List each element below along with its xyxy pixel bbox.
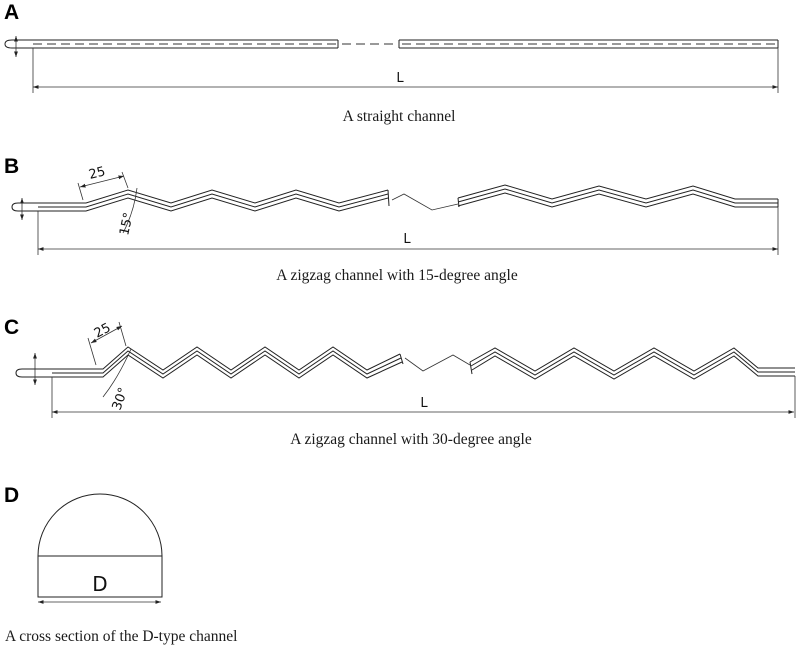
panel-b-break-line: [391, 193, 459, 211]
panel-c-angle-label: 30°: [110, 386, 132, 413]
panel-c-segment-ext-left: [87, 337, 97, 366]
panel-a-length-label: L: [396, 71, 404, 86]
panel-c-zigzag-right: [469, 347, 795, 380]
panel-b-zigzag-left: [38, 189, 390, 212]
panel-c-segment-ext-right: [118, 321, 127, 347]
panel-b-segment-ext-right: [121, 171, 129, 189]
panel-d-label: D: [4, 484, 19, 507]
panel-a-inlet-end: [4, 39, 30, 49]
panel-a-label: A: [4, 1, 19, 24]
panel-b: B 25 15° L A zigzag channel wi: [4, 155, 779, 284]
panel-a: A L A straight channel: [4, 1, 779, 125]
panel-b-zigzag-right: [457, 184, 779, 208]
panel-d-semicircle: [37, 493, 163, 557]
panel-c-segment-dimension: [90, 325, 123, 344]
panel-d-caption: A cross section of the D-type channel: [5, 628, 237, 645]
panel-d-cross-section-body: [37, 555, 163, 598]
panel-c-segment-label: 25: [92, 321, 114, 342]
panel-b-label: B: [4, 155, 19, 178]
panel-c-break-line: [404, 354, 471, 372]
panel-b-segment-label: 25: [87, 164, 107, 183]
panel-b-inlet-end: [11, 202, 38, 212]
panel-c-angle-arc: [102, 348, 132, 398]
panel-a-caption: A straight channel: [343, 108, 456, 125]
panel-b-segment-dimension: [79, 175, 125, 188]
panel-c-zigzag-left: [52, 346, 404, 379]
panel-b-angle-label: 15°: [117, 211, 136, 237]
panel-c: C 25 30° L A zigzag channel with 30-d: [4, 316, 796, 448]
panel-c-label: C: [4, 316, 19, 339]
panel-b-caption: A zigzag channel with 15-degree angle: [276, 267, 518, 284]
panel-d-width-label: D: [92, 572, 107, 596]
panel-c-caption: A zigzag channel with 30-degree angle: [290, 431, 532, 448]
panel-c-inlet-end: [15, 368, 52, 378]
panel-c-length-label: L: [420, 396, 428, 411]
panel-a-channel-right: [398, 39, 779, 49]
panel-b-length-label: L: [403, 232, 411, 247]
panel-a-channel-left: [30, 39, 339, 49]
panel-d: D D A cross section of the D-type channe…: [4, 484, 237, 645]
panel-b-angle-arc: [122, 187, 138, 234]
panel-b-segment-ext-left: [77, 182, 84, 201]
